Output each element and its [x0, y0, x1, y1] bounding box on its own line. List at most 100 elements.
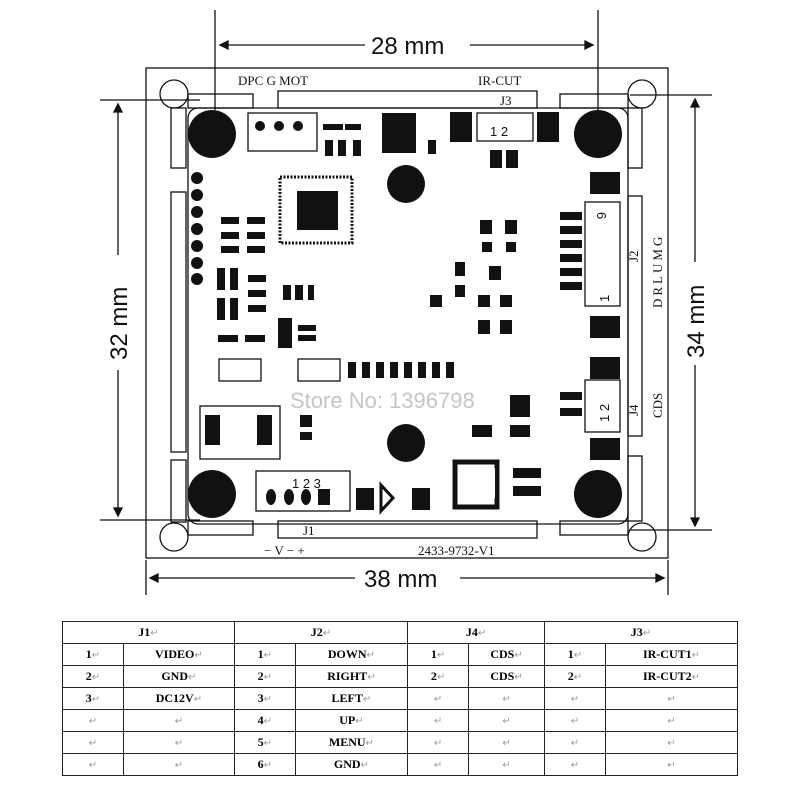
label-j2: J2	[626, 250, 641, 262]
pin-signal-cell: DC12V	[123, 687, 235, 710]
pin-signal-cell: IR-CUT2	[604, 665, 739, 688]
pads-and-components	[188, 110, 622, 518]
ic-u1	[218, 358, 262, 382]
label-j1: J1	[303, 523, 315, 538]
pin-signal-cell	[604, 687, 739, 710]
pin-number-cell	[543, 753, 606, 776]
pin-signal-cell	[468, 709, 545, 732]
pin-table: J1 J2 J4 J3 1VIDEO1DOWN1CDS1IR-CUT12GND2…	[62, 621, 739, 776]
header-j3: J3	[543, 621, 739, 644]
table-header-row: J1 J2 J4 J3	[62, 621, 739, 644]
dim-top-label: 28 mm	[371, 33, 444, 60]
watermark: Store No: 1396798	[290, 388, 475, 413]
pcb-drawing: DPC G MOT IR-CUT J3 J1 1 2 1 2 3 6 1 1 2…	[100, 10, 712, 595]
mot-connector	[247, 112, 318, 152]
label-part-number: 2433-9732-V1	[418, 543, 495, 558]
pin-signal-cell: CDS	[468, 643, 545, 666]
table-row: 1VIDEO1DOWN1CDS1IR-CUT1	[62, 643, 739, 666]
right-rail	[627, 195, 643, 437]
j3-header-strip	[277, 90, 538, 109]
pin-number-cell: 1	[543, 643, 606, 666]
pin-signal-cell: UP	[294, 709, 409, 732]
main-ic	[278, 175, 354, 245]
label-dpc-g-mot: DPC G MOT	[238, 73, 308, 88]
pin-signal-cell	[123, 731, 235, 754]
varistor-outline	[199, 405, 281, 460]
label-j2-pin1: 1	[597, 295, 612, 302]
pin-number-cell: 2	[543, 665, 606, 688]
pin-signal-cell: DOWN	[294, 643, 409, 666]
pin-number-cell: 5	[233, 731, 296, 754]
pin-signal-cell	[468, 753, 545, 776]
left-rail	[170, 191, 187, 453]
pin-signal-cell	[604, 731, 739, 754]
pin-signal-cell	[604, 753, 739, 776]
pin-number-cell: 1	[62, 643, 124, 666]
j1-header-strip	[277, 520, 538, 539]
label-j2-pin6: 6	[594, 212, 609, 219]
pin-signal-cell: GND	[294, 753, 409, 776]
j2-connector	[584, 201, 621, 307]
label-j3-pins: 1 2	[490, 124, 508, 139]
table-row: 6GND	[62, 753, 739, 776]
dimension-labels: 28 mm 38 mm 32 mm 34 mm	[106, 33, 710, 593]
pin-number-cell: 1	[407, 643, 470, 666]
j4-connector	[584, 379, 621, 433]
pin-number-cell	[543, 731, 606, 754]
j3-connector	[476, 112, 534, 142]
diode-package	[452, 459, 500, 510]
pin-number-cell	[543, 687, 606, 710]
label-j4-pins: 1 2	[597, 404, 612, 422]
board-outline	[145, 67, 669, 559]
dim-bottom-label: 38 mm	[364, 566, 437, 593]
pin-number-cell	[407, 753, 470, 776]
label-ir-cut: IR-CUT	[478, 73, 521, 88]
pin-number-cell	[62, 731, 124, 754]
label-cds: CDS	[650, 393, 665, 418]
pin-number-cell: 6	[233, 753, 296, 776]
corner-mount-holes	[159, 79, 657, 552]
table-row: 4UP	[62, 709, 739, 732]
pin-signal-cell: LEFT	[294, 687, 409, 710]
pin-signal-cell: MENU	[294, 731, 409, 754]
label-j3: J3	[500, 93, 512, 108]
pin-signal-cell	[604, 709, 739, 732]
dim-left-label: 32 mm	[106, 287, 133, 360]
pin-signal-cell: RIGHT	[294, 665, 409, 688]
pin-number-cell: 3	[233, 687, 296, 710]
dimension-bottom	[145, 560, 669, 595]
pin-number-cell	[407, 687, 470, 710]
j1-connector	[255, 470, 351, 512]
pin-number-cell: 2	[62, 665, 124, 688]
pin-number-cell	[62, 753, 124, 776]
ic-u2	[297, 358, 341, 382]
table-row: 5MENU	[62, 731, 739, 754]
pin-signal-cell	[123, 753, 235, 776]
pin-number-cell: 4	[233, 709, 296, 732]
header-j1: J1	[62, 621, 235, 644]
silkscreen-labels: DPC G MOT IR-CUT J3 J1 1 2 1 2 3 6 1 1 2…	[238, 73, 665, 558]
table-row: 2GND2RIGHT2CDS2IR-CUT2	[62, 665, 739, 688]
pin-signal-cell: GND	[123, 665, 235, 688]
dim-right-label: 34 mm	[683, 285, 710, 358]
dimension-left	[100, 99, 200, 521]
pin-number-cell	[407, 731, 470, 754]
dimension-top	[214, 10, 599, 110]
header-j2: J2	[233, 621, 409, 644]
table-row: 3DC12V3LEFT	[62, 687, 739, 710]
label-j1-pins: 1 2 3	[292, 476, 321, 491]
label-power: − V − +	[264, 543, 305, 558]
pin-signal-cell: CDS	[468, 665, 545, 688]
pin-signal-cell: VIDEO	[123, 643, 235, 666]
header-j4: J4	[407, 621, 545, 644]
pin-signal-cell: IR-CUT1	[604, 643, 739, 666]
pin-number-cell: 2	[407, 665, 470, 688]
diode-symbol	[379, 481, 396, 515]
dimension-right	[630, 94, 712, 531]
pin-number-cell: 3	[62, 687, 124, 710]
pin-number-cell: 1	[233, 643, 296, 666]
pin-number-cell	[407, 709, 470, 732]
pin-signal-cell	[123, 709, 235, 732]
pin-number-cell	[543, 709, 606, 732]
